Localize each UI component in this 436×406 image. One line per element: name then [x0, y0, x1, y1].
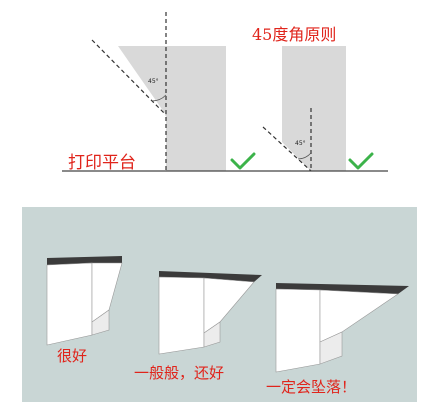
- left-angle-arc: [151, 94, 167, 102]
- platform-label: 打印平台: [68, 153, 136, 173]
- overhang-block-fall: [275, 283, 409, 373]
- principle-title: 45度角原则: [252, 25, 336, 44]
- right-45-guide-line: [262, 126, 312, 172]
- left-angle-label: 45°: [148, 78, 159, 85]
- check-icon: [348, 152, 374, 170]
- caption-good: 很好: [57, 347, 87, 365]
- right-print-block: [282, 46, 346, 171]
- caption-okay: 一般般，还好: [134, 364, 224, 382]
- overhang-block-good: [46, 256, 123, 346]
- left-print-block: [118, 46, 226, 171]
- bottom-panel: 很好 一般般，还好 一定会坠落！: [22, 207, 417, 402]
- right-angle-label: 45°: [295, 140, 306, 147]
- check-icon: [230, 152, 256, 170]
- right-angle-arc: [297, 152, 312, 160]
- top-panel: 45° 45° 45度角原则 打印平台: [62, 12, 388, 173]
- overhang-block-okay: [158, 271, 262, 355]
- caption-fall: 一定会坠落！: [266, 378, 356, 396]
- left-45-guide-line: [91, 39, 167, 116]
